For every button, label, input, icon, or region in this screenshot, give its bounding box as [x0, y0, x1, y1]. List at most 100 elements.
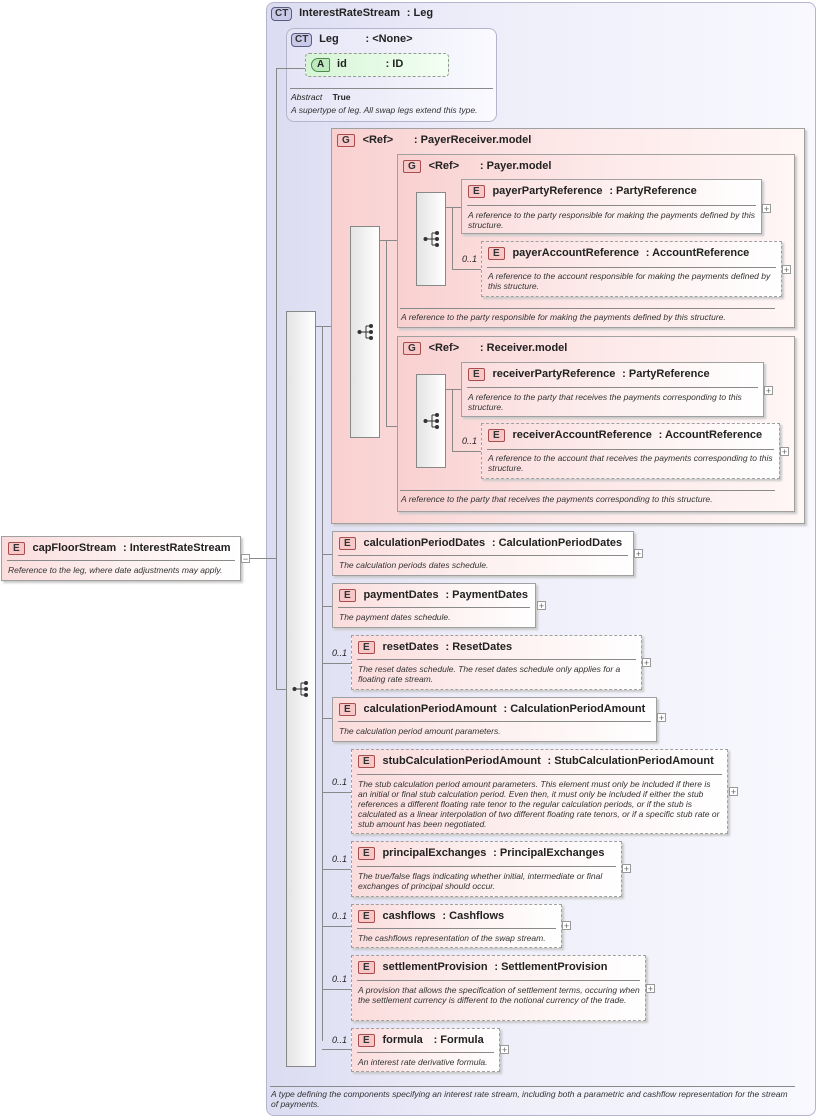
element-header: E settlementProvision : SettlementProvis…: [358, 961, 607, 974]
element-name: formula: [382, 1034, 423, 1046]
element-doc: The true/false flags indicating whether …: [358, 871, 603, 891]
element-calculation-period-amount[interactable]: E calculationPeriodAmount : CalculationP…: [332, 697, 657, 742]
connector: [276, 689, 286, 690]
element-header: E calculationPeriodDates : CalculationPe…: [339, 537, 622, 550]
group-badge: G: [403, 342, 421, 355]
element-receiver-account-reference[interactable]: E receiverAccountReference : AccountRefe…: [481, 423, 780, 479]
element-name: paymentDates: [363, 589, 439, 601]
occurrence-label: 0..1: [332, 1035, 348, 1045]
expand-toggle[interactable]: +: [764, 386, 773, 396]
element-badge: E: [358, 910, 375, 923]
group-receiver-doc: A reference to the party that receives t…: [401, 494, 713, 504]
element-payment-dates[interactable]: E paymentDates : PaymentDates The paymen…: [332, 583, 536, 628]
leg-separator: [290, 88, 493, 89]
element-name: payerAccountReference: [512, 247, 640, 259]
element-separator: [487, 449, 774, 450]
occurrence-label: 0..1: [462, 254, 478, 264]
element-receiver-party-reference[interactable]: E receiverPartyReference : PartyReferenc…: [461, 362, 764, 417]
element-badge: E: [358, 961, 375, 974]
element-header: E receiverAccountReference : AccountRefe…: [488, 429, 762, 442]
occurrence-label: 0..1: [332, 911, 348, 921]
sequence-icon: [423, 413, 439, 429]
element-type: : Formula: [433, 1034, 484, 1046]
element-doc: The cashflows representation of the swap…: [358, 933, 546, 943]
occurrence-label: 0..1: [332, 974, 348, 984]
connector: [322, 606, 332, 607]
attribute-type: : ID: [385, 58, 404, 70]
attribute-badge: A: [311, 58, 331, 72]
expand-toggle[interactable]: +: [646, 984, 655, 994]
element-settlement-provision[interactable]: E settlementProvision : SettlementProvis…: [351, 955, 646, 1021]
group-payer-receiver-header: G <Ref> : PayerReceiver.model: [337, 134, 531, 147]
root-element-type: : InterestRateStream: [122, 542, 231, 554]
connector: [322, 792, 351, 793]
sequence-icon: [357, 324, 373, 340]
element-principal-exchanges[interactable]: E principalExchanges : PrincipalExchange…: [351, 841, 622, 897]
element-separator: [338, 721, 651, 722]
element-header: E resetDates : ResetDates: [358, 641, 512, 654]
occurrence-label: 0..1: [332, 854, 348, 864]
element-badge: E: [358, 755, 375, 768]
connector: [446, 389, 461, 390]
element-separator: [357, 659, 636, 660]
sequence-icon: [292, 681, 308, 697]
connector: [322, 326, 323, 1041]
element-separator: [467, 387, 758, 388]
group-badge: G: [403, 160, 421, 173]
group-separator: [400, 490, 775, 491]
expand-toggle[interactable]: +: [634, 549, 643, 559]
complex-type-badge: CT: [271, 7, 293, 21]
collapse-toggle[interactable]: −: [241, 554, 250, 564]
element-calculation-period-dates[interactable]: E calculationPeriodDates : CalculationPe…: [332, 531, 634, 576]
root-element-cap-floor-stream[interactable]: E capFloorStream : InterestRateStream Re…: [1, 536, 241, 581]
complex-type-name: InterestRateStream: [299, 7, 400, 19]
element-doc: The payment dates schedule.: [339, 612, 451, 622]
element-badge: E: [488, 247, 505, 260]
connector: [452, 207, 453, 269]
complex-type-header: CT InterestRateStream : Leg: [271, 7, 433, 21]
expand-toggle[interactable]: +: [657, 713, 666, 723]
element-badge: E: [8, 542, 25, 555]
element-reset-dates[interactable]: E resetDates : ResetDates The reset date…: [351, 635, 642, 690]
element-doc: A reference to the account that receives…: [488, 453, 773, 473]
element-separator: [357, 774, 722, 775]
connector: [276, 68, 305, 69]
group-payer-header: G <Ref> : Payer.model: [403, 160, 551, 173]
abstract-label: Abstract: [291, 92, 323, 102]
attribute-name: id: [337, 58, 347, 70]
connector: [386, 240, 387, 426]
element-separator: [338, 607, 530, 608]
occurrence-label: 0..1: [462, 436, 478, 446]
connector: [322, 663, 351, 664]
element-type: : Cashflows: [442, 910, 505, 922]
group-name: : Receiver.model: [479, 342, 568, 354]
expand-toggle[interactable]: +: [562, 921, 571, 931]
element-separator: [467, 205, 756, 206]
element-formula[interactable]: E formula : Formula An interest rate der…: [351, 1028, 500, 1072]
expand-toggle[interactable]: +: [537, 601, 546, 611]
root-element-name: capFloorStream: [32, 542, 117, 554]
group-ref: <Ref>: [362, 134, 394, 146]
abstract-value: True: [332, 92, 351, 102]
element-cashflows[interactable]: E cashflows : Cashflows The cashflows re…: [351, 904, 562, 948]
connector: [322, 718, 332, 719]
element-doc: A provision that allows the specificatio…: [358, 985, 640, 1005]
element-badge: E: [468, 368, 485, 381]
element-doc: A reference to the party responsible for…: [468, 210, 755, 230]
expand-toggle[interactable]: +: [642, 658, 651, 668]
element-type: : PartyReference: [609, 185, 697, 197]
element-badge: E: [488, 429, 505, 442]
expand-toggle[interactable]: +: [762, 204, 771, 214]
expand-toggle[interactable]: +: [780, 447, 789, 457]
element-stub-calculation-period-amount[interactable]: E stubCalculationPeriodAmount : StubCalc…: [351, 749, 728, 834]
expand-toggle[interactable]: +: [500, 1045, 509, 1055]
element-payer-party-reference[interactable]: E payerPartyReference : PartyReference A…: [461, 179, 762, 234]
leg-base: : <None>: [365, 33, 413, 45]
element-badge: E: [358, 641, 375, 654]
expand-toggle[interactable]: +: [782, 265, 791, 275]
expand-toggle[interactable]: +: [729, 787, 738, 797]
element-name: receiverAccountReference: [512, 429, 652, 441]
leg-name: Leg: [319, 33, 339, 45]
expand-toggle[interactable]: +: [622, 864, 631, 874]
element-payer-account-reference[interactable]: E payerAccountReference : AccountReferen…: [481, 241, 782, 297]
